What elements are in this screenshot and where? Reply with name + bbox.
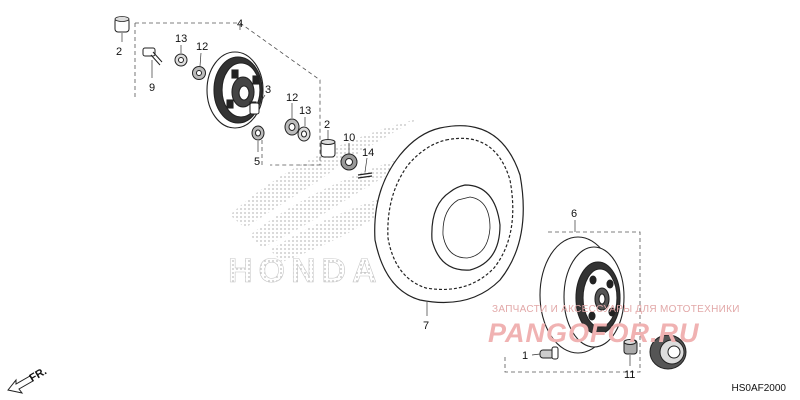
callout-11: 11 (624, 369, 635, 381)
lug-nut (623, 339, 638, 355)
axle-nut (340, 153, 358, 171)
callout-7: 7 (423, 320, 429, 332)
cotter-pin (357, 172, 373, 179)
callout-2-lower: 2 (324, 119, 330, 131)
callout-10: 10 (343, 132, 355, 144)
callout-3: 3 (265, 84, 271, 96)
direction-label: FR. (28, 365, 49, 384)
valve-stem (539, 346, 559, 360)
spacer-part (249, 102, 260, 115)
tire (374, 125, 524, 303)
callout-1: 1 (522, 350, 528, 362)
bearing-lower (284, 118, 311, 142)
site-watermark-logo: PANGOFOR.RU (488, 318, 700, 348)
collar-part (114, 16, 130, 33)
callout-13-lower: 13 (299, 105, 311, 117)
bearing-upper (174, 53, 206, 80)
callout-12-upper: 12 (196, 41, 208, 53)
front-direction-arrow: FR. (7, 365, 49, 394)
callout-13-upper: 13 (175, 33, 187, 45)
collar-part-lower (320, 139, 336, 158)
wheel-group-outline (504, 231, 641, 373)
dust-seal (251, 125, 265, 141)
callout-5: 5 (254, 156, 260, 168)
hub-bolt (142, 47, 163, 66)
wheel-cap (649, 334, 687, 370)
callout-4: 4 (237, 18, 243, 30)
callout-6: 6 (571, 208, 577, 220)
site-watermark-tagline: ЗАПЧАСТИ И АКСЕССУАРЫ ДЛЯ МОТОТЕХНИКИ (492, 304, 740, 315)
callout-9: 9 (149, 82, 155, 94)
wheel-rim (539, 236, 625, 354)
leader-lines (121, 24, 631, 366)
honda-brand-text: HONDA (228, 252, 383, 290)
hub-drum (206, 51, 264, 129)
callout-14: 14 (362, 147, 374, 159)
callout-2-upper: 2 (116, 46, 122, 58)
callout-labels: 2 9 13 12 4 3 12 13 5 2 10 14 6 7 1 11 (116, 18, 635, 381)
hub-group-outline (134, 22, 321, 166)
callout-12-lower: 12 (286, 92, 298, 104)
diagram-code: HS0AF2000 (731, 383, 786, 394)
